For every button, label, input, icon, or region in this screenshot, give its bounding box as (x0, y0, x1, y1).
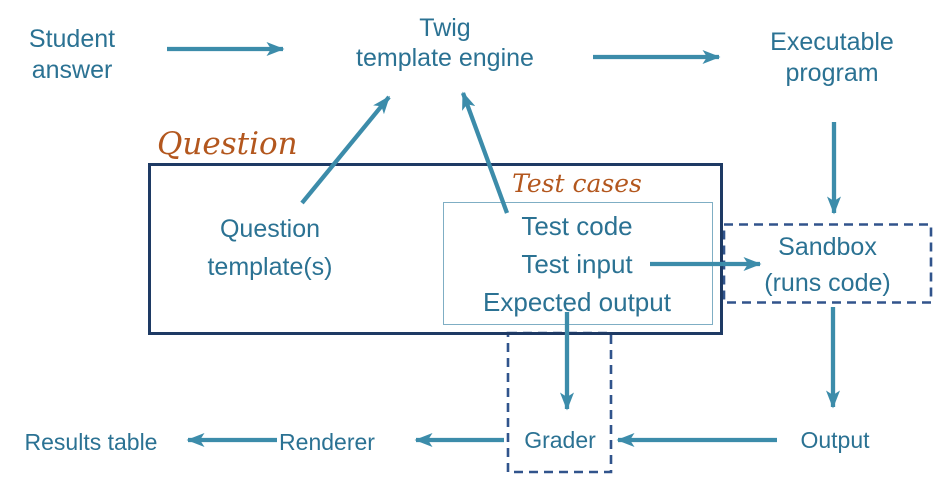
node-student-answer-line2: answer (31, 56, 113, 84)
node-twig-line2: template engine (356, 44, 534, 72)
node-test-code: Test code (521, 211, 633, 241)
node-test-input: Test input (521, 249, 633, 279)
node-sandbox: Sandbox (runs code) (724, 229, 931, 301)
node-sandbox-line1: Sandbox (778, 233, 877, 261)
question-box-label: Question (157, 126, 298, 162)
node-question-template-line2: template(s) (207, 253, 333, 281)
node-grader: Grader (524, 427, 596, 453)
node-test-items: Test code Test input Expected output (444, 207, 710, 321)
node-question-template-line1: Question (219, 215, 321, 243)
node-renderer: Renderer (279, 429, 375, 455)
node-results-table: Results table (24, 429, 158, 455)
test-cases-box-label: Test cases (512, 169, 642, 198)
node-output: Output (800, 427, 870, 453)
question-box (148, 163, 723, 335)
node-question-template: Question template(s) (190, 210, 350, 286)
node-executable-line2: program (785, 59, 879, 87)
node-executable-program: Executable program (752, 27, 912, 89)
node-sandbox-line2: (runs code) (764, 269, 891, 297)
node-student-answer: Student answer (6, 24, 138, 86)
node-expected-output: Expected output (483, 287, 671, 317)
node-twig-line1: Twig (419, 14, 471, 42)
node-twig-template-engine: Twig template engine (330, 13, 560, 73)
node-executable-line1: Executable (770, 28, 894, 56)
node-student-answer-line1: Student (28, 25, 116, 53)
